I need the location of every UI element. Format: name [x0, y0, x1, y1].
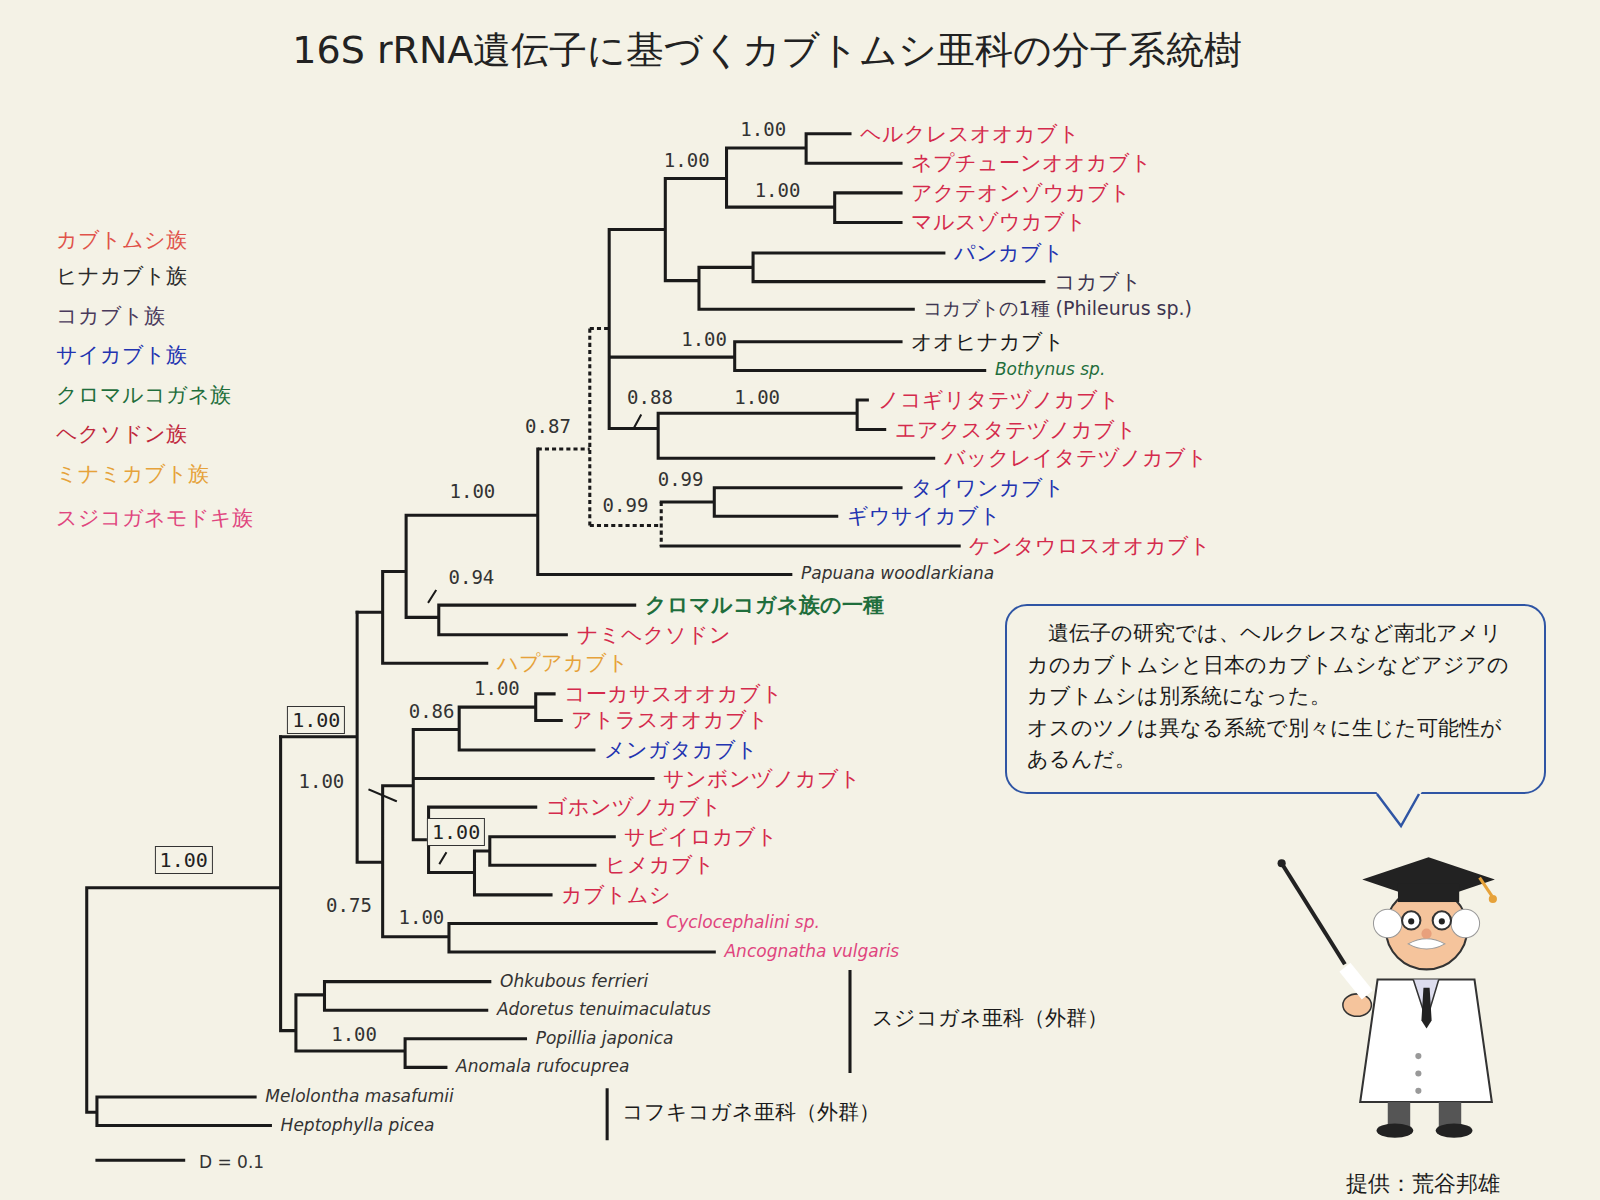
species-name: アクテオンゾウカブト: [911, 181, 1131, 205]
species-name: バックレイタテヅノカブト: [944, 446, 1208, 470]
species-name: ナミヘクソドン: [577, 623, 731, 647]
support-value: 1.00: [297, 771, 347, 793]
support-value: 0.94: [447, 567, 497, 589]
support-value: 1.00: [292, 708, 340, 732]
boxed-support-value: 1.00: [155, 846, 213, 874]
legend-entry: コカブト族: [56, 304, 165, 328]
legend-entry: カブトムシ族: [56, 228, 187, 252]
scientist-illustration: [1278, 857, 1497, 1138]
species-name: ヒメカブト: [605, 853, 715, 877]
species-name: アトラスオオカブト: [571, 708, 769, 732]
legend-entry: ヘクソドン族: [56, 422, 187, 446]
support-value: 1.00: [432, 820, 480, 844]
species-name: カブトムシ: [561, 883, 671, 907]
support-value: 0.86: [407, 701, 457, 723]
title: 16S rRNA遺伝子に基づくカブトムシ亜科の分子系統樹: [292, 29, 1242, 73]
legend-entry: ヒナカブト族: [56, 263, 187, 287]
bubble-text: 遺伝子の研究では、ヘルクレスなど南北アメリカのカブトムシと日本のカブトムシなどア…: [1027, 618, 1524, 713]
support-value: 0.99: [656, 469, 706, 491]
scale-label: D = 0.1: [199, 1153, 264, 1173]
support-value: 1.00: [397, 907, 447, 929]
species-name: メンガタカブト: [604, 738, 758, 762]
species-name: サンボンヅノカブト: [663, 766, 861, 790]
species-name: Popillia japonica: [536, 1029, 674, 1049]
species-name: パンカブト: [954, 241, 1064, 265]
tree-branches: [87, 134, 1044, 1161]
support-value: 1.00: [732, 387, 782, 409]
bubble-text: オスのツノは異なる系統で別々に生じた可能性があるんだ。: [1027, 713, 1524, 776]
support-value: 0.88: [625, 387, 675, 409]
outgroup-label: スジコガネ亜科（外群）: [872, 1006, 1108, 1030]
legend-entry: クロマルコガネ族: [56, 383, 231, 407]
species-name: ネプチューンオオカブト: [911, 151, 1152, 175]
legend-entry: スジコガネモドキ族: [56, 506, 253, 530]
species-name: ギウサイカブト: [847, 504, 1001, 528]
species-name: ゴホンヅノカブト: [546, 795, 722, 819]
support-value: 1.00: [679, 329, 729, 351]
species-name: ケンタウロスオオカブト: [969, 534, 1211, 558]
support-value: 1.00: [738, 119, 788, 141]
speech-bubble: 遺伝子の研究では、ヘルクレスなど南北アメリカのカブトムシと日本のカブトムシなどア…: [1005, 604, 1546, 794]
species-name: Anomala rufocuprea: [456, 1058, 629, 1078]
support-value: 1.00: [662, 150, 712, 172]
species-name: Cyclocephalini sp.: [666, 914, 820, 934]
boxed-support-value: 1.00: [427, 818, 485, 846]
support-value: 0.99: [601, 495, 651, 517]
species-name: コカブトの1種 (Phileurus sp.): [923, 298, 1192, 320]
support-value: 1.00: [329, 1024, 379, 1046]
species-name: Ohkubous ferrieri: [500, 972, 648, 992]
species-name: Heptophylla picea: [281, 1116, 435, 1136]
species-name: Ancognatha vulgaris: [724, 942, 899, 962]
species-name: Bothynus sp.: [995, 361, 1105, 381]
species-name: コカブト: [1054, 270, 1142, 294]
legend-entry: ミナミカブト族: [56, 462, 209, 486]
support-value: 1.00: [753, 180, 803, 202]
boxed-support-value: 1.00: [287, 706, 345, 734]
species-name: Adoretus tenuimaculatus: [497, 1000, 711, 1020]
support-value: 0.87: [523, 416, 573, 438]
support-value: 0.75: [324, 895, 374, 917]
support-value: 1.00: [448, 481, 498, 503]
species-name: Papuana woodlarkiana: [801, 565, 994, 585]
species-name: タイワンカブト: [911, 476, 1065, 500]
support-value: 1.00: [472, 678, 522, 700]
species-name: ハプアカブト: [497, 651, 629, 675]
species-name: ノコギリタテヅノカブト: [878, 388, 1120, 412]
species-name: エアクスタテヅノカブト: [895, 418, 1137, 442]
credit: 提供：荒谷邦雄: [1346, 1171, 1500, 1196]
outgroup-label: コフキコガネ亜科（外群）: [622, 1100, 880, 1124]
species-name: クロマルコガネ族の一種: [645, 593, 884, 617]
species-name: サビイロカブト: [624, 825, 778, 849]
species-name: ヘルクレスオオカブト: [860, 122, 1080, 146]
species-name: コーカサスオオカブト: [564, 682, 783, 706]
support-value: 1.00: [160, 848, 208, 872]
species-name: Melolontha masafumii: [265, 1087, 453, 1107]
bubble-tail: [1369, 790, 1429, 830]
species-name: オオヒナカブト: [911, 330, 1065, 354]
species-name: マルスゾウカブト: [911, 210, 1087, 234]
legend-entry: サイカブト族: [56, 343, 187, 367]
